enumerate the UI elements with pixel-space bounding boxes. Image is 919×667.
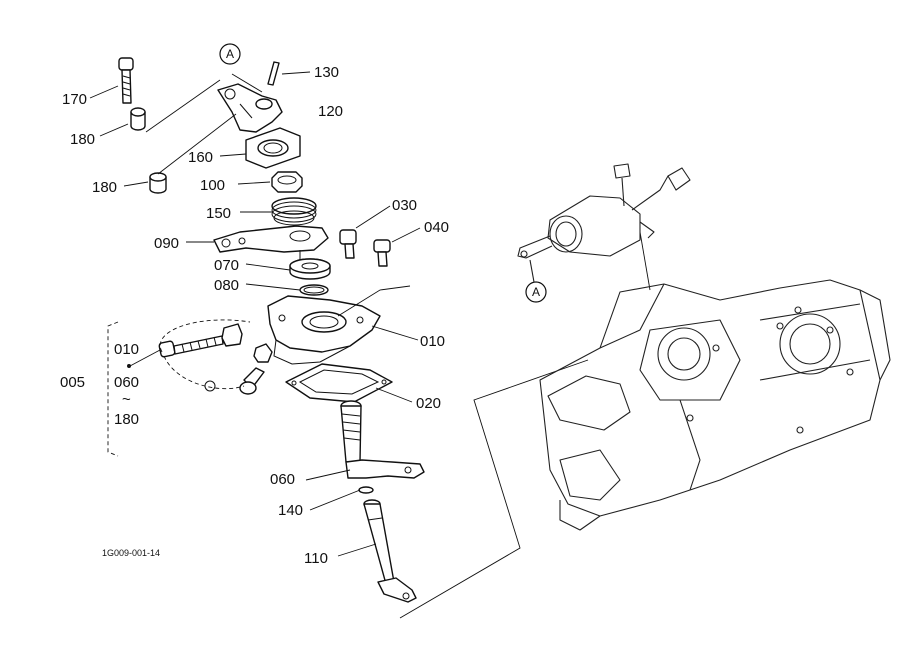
engine-link-line [399, 359, 589, 619]
callout-110: 110 [304, 550, 328, 567]
engine-block [539, 279, 891, 531]
callout-010: 010 [420, 333, 445, 350]
callout-030: 030 [392, 197, 417, 214]
reference-marker-engine-label: A [532, 285, 540, 299]
part-120-lever [217, 83, 283, 133]
callout-100: 100 [200, 177, 225, 194]
callout-labels: 170 180 180 130 120 160 100 150 090 030 … [62, 64, 449, 567]
part-020-gasket [285, 363, 393, 403]
callout-090: 090 [154, 235, 179, 252]
callout-140: 140 [278, 502, 303, 519]
reference-marker-top-label: A [226, 47, 234, 61]
leader-lines [89, 71, 421, 557]
part-030-bolt [339, 229, 357, 259]
part-010-housing [267, 295, 381, 365]
callout-040: 040 [424, 219, 449, 236]
callout-170: 170 [62, 91, 87, 108]
part-150-spring [271, 197, 317, 226]
part-110-shaft [363, 499, 417, 603]
group-005: 005 010 060 ~ 180 [60, 341, 139, 428]
part-adjusting-nut [221, 323, 243, 347]
part-070-washer [289, 258, 331, 280]
callout-160: 160 [188, 149, 213, 166]
part-100-nut [271, 171, 303, 193]
part-180-washer [130, 107, 146, 131]
callout-080: 080 [214, 277, 239, 294]
part-060-bolt [239, 343, 273, 395]
group-label: 005 [60, 374, 85, 391]
assembly-outline [159, 319, 251, 390]
group-from: 010 [114, 341, 139, 358]
callout-020: 020 [416, 395, 441, 412]
group-tilde: ~ [122, 391, 131, 408]
callout-180-mid: 180 [92, 179, 117, 196]
part-170-bolt [118, 57, 134, 104]
part-small-ball [204, 380, 216, 392]
exploded-parts [118, 57, 425, 603]
part-140-clip [358, 486, 374, 494]
group-bracket [107, 321, 119, 457]
part-160-collar [245, 127, 301, 169]
part-180-spacer [149, 172, 167, 194]
group-to: 180 [114, 411, 139, 428]
callout-130: 130 [314, 64, 339, 81]
callout-120: 120 [318, 103, 343, 120]
callout-180-top: 180 [70, 131, 95, 148]
callout-070: 070 [214, 257, 239, 274]
part-adjusting-bolt [158, 335, 224, 358]
part-080-oring [299, 284, 329, 296]
part-060-lever-shaft [340, 400, 425, 479]
part-130-pin [267, 61, 280, 86]
actuator-assembly [517, 163, 691, 283]
callout-060: 060 [270, 471, 295, 488]
group-middle: 060 [114, 374, 139, 391]
callout-150: 150 [206, 205, 231, 222]
drawing-code: 1G009-001-14 [102, 548, 160, 558]
reference-marker-top: A [219, 43, 241, 65]
part-040-bolt [373, 239, 391, 267]
reference-marker-engine: A [525, 281, 547, 303]
part-090-arm [213, 225, 329, 264]
